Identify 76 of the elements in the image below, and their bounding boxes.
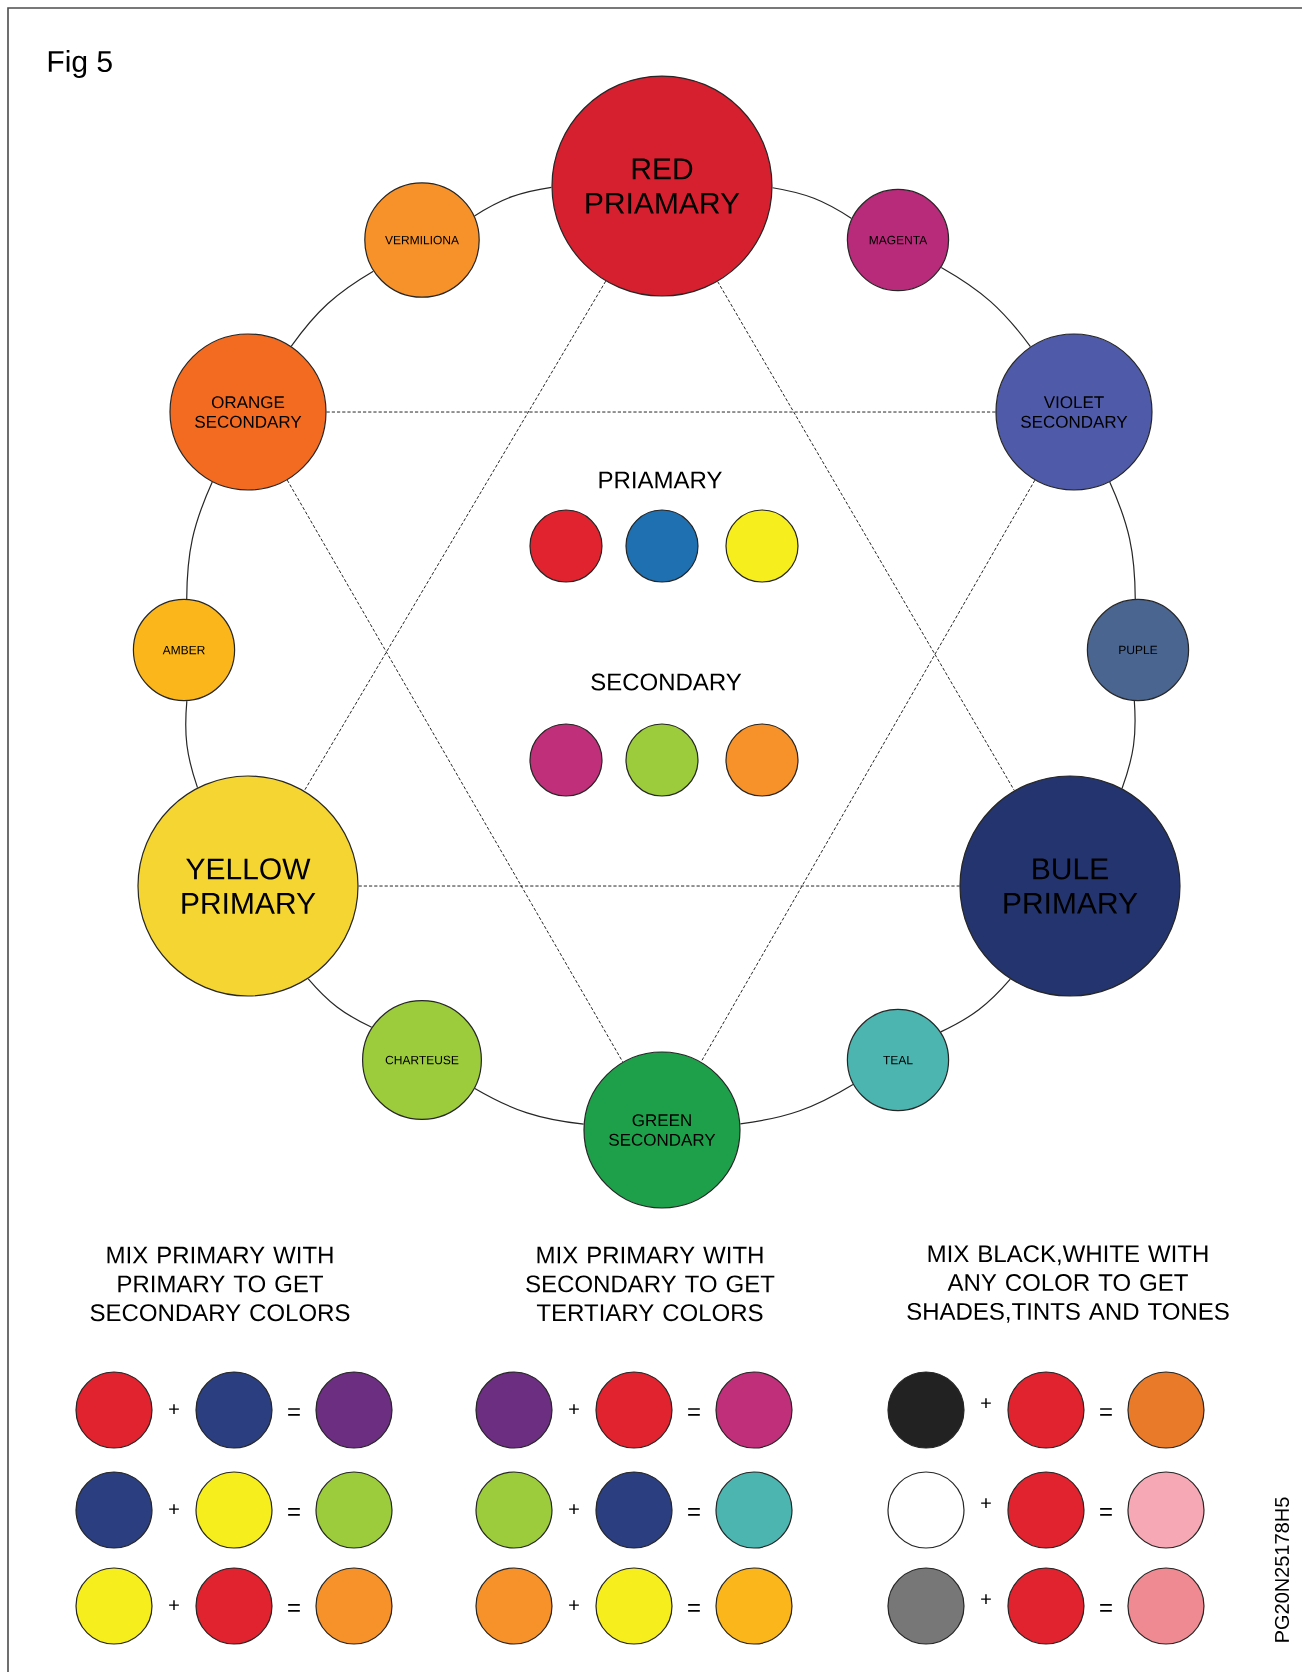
color-swatch	[725, 723, 799, 797]
mix-heading: MIX PRIMARY WITH SECONDARY TO GET TERTIARY COLORS	[526, 1246, 775, 1322]
color-swatch	[595, 1371, 673, 1449]
plus-sign: +	[169, 1404, 179, 1414]
color-swatch	[529, 723, 603, 797]
plus-sign: +	[981, 1498, 991, 1508]
connector-line	[940, 266, 1031, 348]
connector-line	[185, 700, 199, 789]
color-swatch	[315, 1471, 393, 1549]
color-swatch	[1127, 1567, 1205, 1645]
connector-line	[1109, 481, 1136, 600]
equals-sign: =	[288, 1508, 300, 1516]
color-swatch	[475, 1371, 553, 1449]
connector-line	[940, 978, 1011, 1033]
plus-sign: +	[569, 1504, 579, 1514]
color-swatch	[315, 1371, 393, 1449]
equals-sign: =	[1100, 1408, 1112, 1416]
connector-line	[473, 186, 552, 217]
color-swatch	[715, 1371, 793, 1449]
color-swatch	[725, 509, 799, 583]
equals-sign: =	[1100, 1604, 1112, 1612]
connector-line	[358, 885, 960, 887]
plus-sign: +	[169, 1504, 179, 1514]
color-swatch	[595, 1567, 673, 1645]
connector-line	[286, 479, 624, 1063]
connector-line	[739, 1083, 854, 1125]
color-swatch	[475, 1471, 553, 1549]
color-swatch	[195, 1567, 273, 1645]
color-swatch	[1127, 1471, 1205, 1549]
mix-heading: MIX BLACK,WHITE WITH ANY COLOR TO GET SHADES,TINTS AND TONES	[907, 1245, 1229, 1323]
equals-sign: =	[1100, 1508, 1112, 1516]
figure-code: PG20N25178H5	[1274, 1497, 1290, 1642]
plus-sign: +	[569, 1404, 579, 1414]
connector-line	[717, 281, 1015, 791]
color-swatch	[1127, 1371, 1205, 1449]
color-swatch	[75, 1471, 153, 1549]
equals-sign: =	[288, 1604, 300, 1612]
plus-sign: +	[169, 1600, 179, 1610]
connector-line	[290, 270, 374, 347]
connector-line	[700, 479, 1036, 1063]
color-swatch	[887, 1371, 965, 1449]
color-swatch	[715, 1567, 793, 1645]
equals-sign: =	[288, 1408, 300, 1416]
connector-line	[1121, 700, 1136, 790]
color-swatch	[529, 509, 603, 583]
connector-line	[474, 1087, 585, 1125]
connector-line	[303, 280, 607, 792]
color-swatch	[625, 723, 699, 797]
color-swatch	[75, 1371, 153, 1449]
color-swatch	[887, 1471, 965, 1549]
color-swatch	[595, 1471, 673, 1549]
plus-sign: +	[981, 1398, 991, 1408]
color-swatch	[887, 1567, 965, 1645]
connector-line	[307, 978, 373, 1028]
figure-label: Fig 5	[48, 50, 112, 78]
connector-line	[326, 411, 996, 413]
color-swatch	[715, 1471, 793, 1549]
section-heading: PRIAMARY	[599, 471, 722, 489]
equals-sign: =	[688, 1604, 700, 1612]
connector-line	[772, 187, 853, 220]
color-swatch	[195, 1371, 273, 1449]
color-swatch	[1007, 1567, 1085, 1645]
color-swatch	[195, 1471, 273, 1549]
color-swatch	[475, 1567, 553, 1645]
plus-sign: +	[569, 1600, 579, 1610]
color-swatch	[1007, 1471, 1085, 1549]
section-heading: SECONDARY	[591, 673, 742, 691]
equals-sign: =	[688, 1408, 700, 1416]
color-swatch	[1007, 1371, 1085, 1449]
equals-sign: =	[688, 1508, 700, 1516]
color-swatch	[75, 1567, 153, 1645]
mix-heading: MIX PRIMARY WITH PRIMARY TO GET SECONDARY COLORS	[90, 1246, 350, 1322]
color-swatch	[315, 1567, 393, 1645]
connector-line	[186, 481, 213, 600]
plus-sign: +	[981, 1594, 991, 1604]
color-swatch	[625, 509, 699, 583]
